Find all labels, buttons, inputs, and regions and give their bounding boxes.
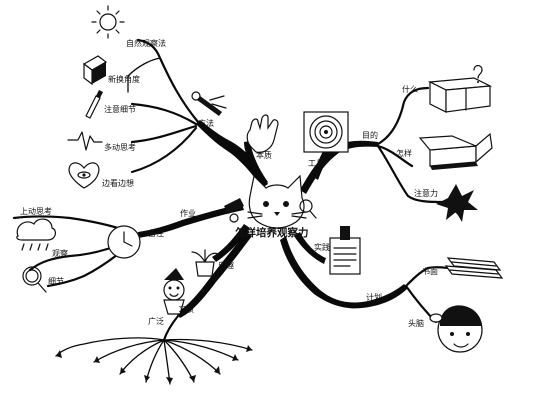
label-purpose-child-1: 什么 xyxy=(402,84,418,94)
label-habit: 习惯 xyxy=(178,304,194,314)
face-icon xyxy=(429,305,483,353)
label-method-child-1: 自然观察法 xyxy=(126,38,166,48)
label-assignment-child-1: 上动思考 xyxy=(20,206,52,216)
label-purpose-child-4: 集中 xyxy=(448,204,464,214)
label-method-child-5: 边看边想 xyxy=(102,178,134,188)
sun-icon xyxy=(91,5,125,39)
label-fun: 乐趣 xyxy=(218,260,234,270)
branch-fun xyxy=(212,224,250,262)
branch-assignment xyxy=(138,204,244,238)
clock-icon xyxy=(107,225,141,259)
root-arrows xyxy=(56,345,252,384)
label-assignment-child-3: 细节 xyxy=(48,276,64,286)
label-assignment-child-2: 观察 xyxy=(52,248,68,258)
label-purpose: 目的 xyxy=(362,130,378,140)
label-method-child-4: 多动思考 xyxy=(104,142,136,152)
binoculars-icon xyxy=(224,198,244,223)
branch-plan xyxy=(280,236,408,309)
twigs xyxy=(12,38,462,385)
explosion-icon xyxy=(436,184,478,222)
label-plan-child-2: 头脑 xyxy=(408,318,424,328)
branch-habit xyxy=(176,232,252,318)
magnifier-icon xyxy=(299,199,317,219)
label-plan: 计划 xyxy=(366,292,382,302)
books-icon xyxy=(444,257,504,279)
label-purpose-child-3: 注意力 xyxy=(414,188,438,198)
tools-icon xyxy=(191,91,227,116)
heartbeat-icon xyxy=(67,131,103,151)
label-method-child-3: 注意细节 xyxy=(104,104,136,114)
cat-icon xyxy=(247,174,307,229)
gift-box-icon xyxy=(427,64,493,113)
notepad-icon xyxy=(329,226,361,275)
brush-icon xyxy=(85,90,103,119)
label-method-child-2: 新换角度 xyxy=(108,74,140,84)
label-basis-left: 备注 xyxy=(148,228,164,238)
central-topic: 怎样培养观察力 xyxy=(235,226,309,239)
label-practice: 实践 xyxy=(314,242,330,252)
plant-icon xyxy=(191,249,219,277)
label-habit-child-1: 广泛 xyxy=(148,316,164,326)
label-plan-child-1: 书面 xyxy=(422,266,438,276)
cube-icon xyxy=(82,55,108,86)
target-icon xyxy=(303,111,349,153)
rain-cloud-icon xyxy=(16,218,57,251)
branch-method xyxy=(196,120,268,188)
label-method: 方法 xyxy=(198,118,214,128)
label-tool: 工具 xyxy=(308,159,324,168)
heart-eye-icon xyxy=(68,162,100,189)
label-purpose-child-2: 怎样 xyxy=(396,148,412,158)
search-glass-icon xyxy=(22,266,47,293)
label-basis: 本质 xyxy=(256,150,272,160)
open-box-icon xyxy=(418,132,493,170)
branch-basis xyxy=(244,141,268,186)
hand-icon xyxy=(246,114,279,153)
jester-icon xyxy=(163,268,185,315)
labels: 怎样培养观察力 方法 自然观察法 新换角度 注意细节 多动思考 边看边想 本质 … xyxy=(20,38,464,328)
label-assignment: 作业 xyxy=(180,208,196,218)
branch-practice xyxy=(294,232,326,264)
